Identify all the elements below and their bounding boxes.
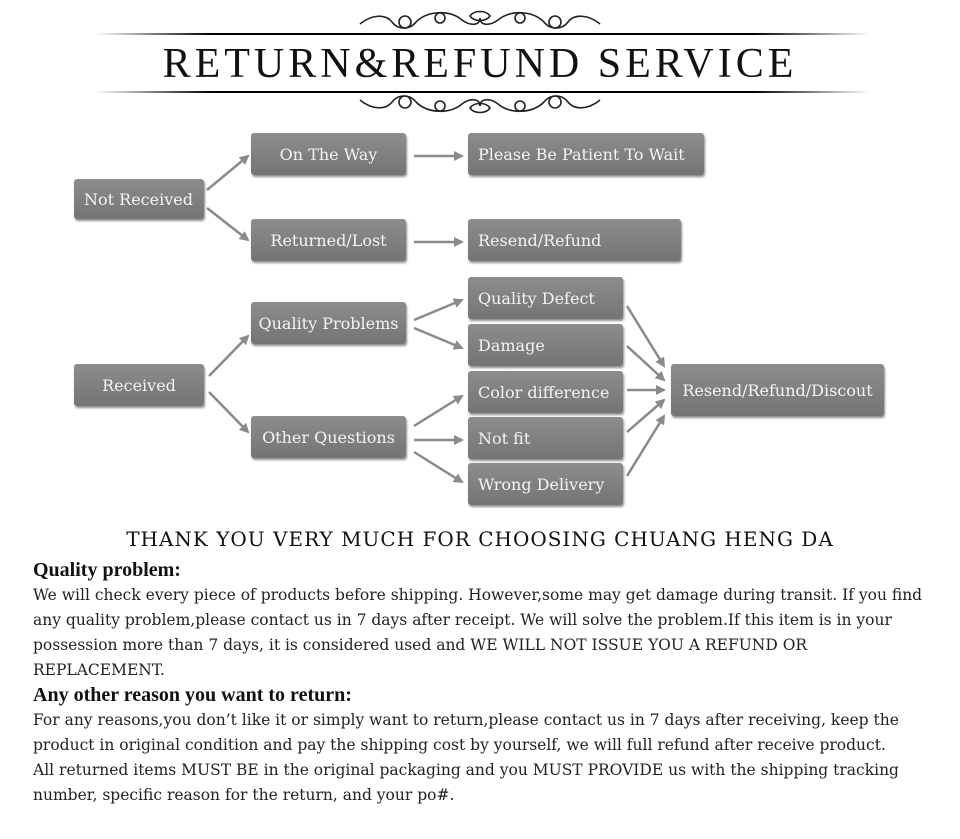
page-title: RETURN&REFUND SERVICE [162, 41, 798, 87]
packaging-paragraph: All returned items MUST BE in the origin… [33, 761, 899, 804]
other-reason-paragraph: For any reasons,you don’t like it or sim… [33, 711, 899, 754]
header: RETURN&REFUND SERVICE [0, 0, 960, 120]
node-damage: Damage [468, 324, 623, 366]
node-quality-problems: Quality Problems [251, 302, 406, 344]
other-reason-heading: Any other reason you want to return: [33, 684, 352, 706]
node-on-the-way: On The Way [251, 133, 406, 175]
policy-text: Quality problem: We will check every pie… [33, 558, 933, 808]
node-not-fit: Not fit [468, 417, 623, 459]
ornament-decoration [95, 10, 870, 114]
node-resend-refund-discount: Resend/Refund/Discout [671, 364, 884, 416]
flow-diagram: Not Received On The Way Please Be Patien… [0, 120, 960, 520]
quality-paragraph: We will check every piece of products be… [33, 586, 923, 679]
node-received: Received [74, 364, 204, 406]
quality-heading: Quality problem: [33, 559, 181, 581]
thank-you-line: THANK YOU VERY MUCH FOR CHOOSING CHUANG … [126, 527, 834, 551]
node-not-received: Not Received [74, 179, 204, 219]
node-other-questions: Other Questions [251, 416, 406, 458]
node-please-wait: Please Be Patient To Wait [468, 133, 704, 175]
node-quality-defect: Quality Defect [468, 277, 623, 319]
node-returned-lost: Returned/Lost [251, 219, 406, 261]
flow-arrows [206, 151, 666, 484]
node-color-difference: Color difference [468, 371, 623, 413]
node-wrong-delivery: Wrong Delivery [468, 463, 623, 505]
node-resend-refund: Resend/Refund [468, 219, 681, 261]
